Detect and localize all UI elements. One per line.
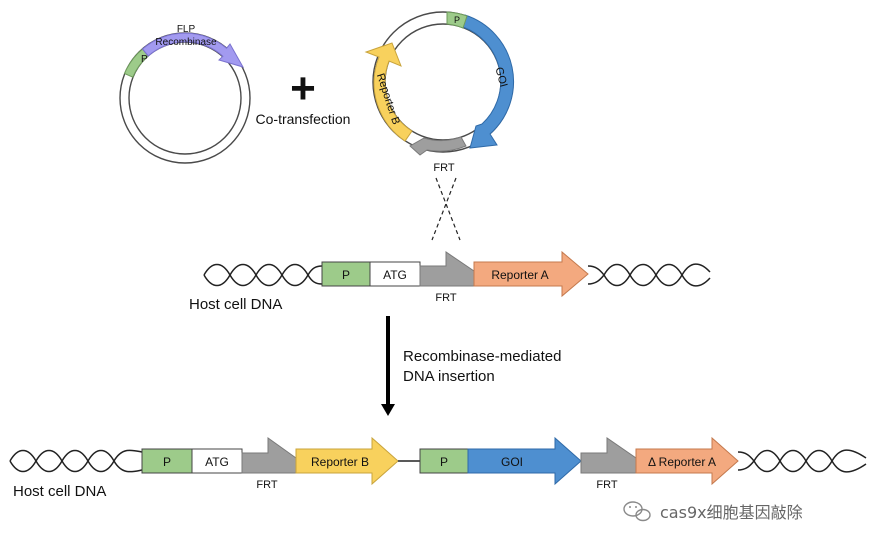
host2-reporter-b-arrow [295, 436, 399, 486]
step-label-line1: Recombinase-mediated [403, 348, 561, 365]
host2-promoter1-label: P [163, 455, 171, 469]
reporter-b-arrow [364, 42, 413, 142]
flp-plasmid-promoter-label: P [141, 54, 148, 65]
host2-reporter-a-label: Δ Reporter A [648, 455, 716, 469]
host1-frt-label: FRT [435, 292, 456, 304]
host2-atg-label: ATG [205, 455, 229, 469]
cotransfection-label: Co-transfection [256, 111, 351, 127]
dna-helix-left-2 [9, 449, 143, 473]
host1-promoter-label: P [342, 268, 350, 282]
host1-atg-box [369, 261, 421, 287]
host2-reporter-a-arrow [635, 436, 739, 486]
host1-frt-arrow [419, 251, 475, 287]
goi-label: GOI [492, 66, 509, 89]
donor-promoter-label: P [454, 15, 460, 25]
host2-atg-box [191, 448, 243, 474]
dna-helix-right-2 [737, 449, 867, 473]
host1-reporter-a-arrow [473, 250, 589, 298]
host-dna-before: P ATG FRT Reporter A Host cell DNA [189, 250, 711, 313]
flp-label-line2: Recombinase [155, 37, 217, 48]
wechat-logo-icon [623, 501, 651, 522]
host2-frt1-label: FRT [256, 479, 277, 491]
flp-plasmid: P FLP Recombinase [119, 24, 251, 164]
host1-reporter-a-label: Reporter A [491, 268, 548, 282]
host1-atg-label: ATG [383, 268, 407, 282]
host-dna-after: P ATG FRT Reporter B P GOI FRT Δ Reporte… [9, 436, 867, 500]
step-arrow-head [381, 404, 395, 416]
host2-frt2-arrow [580, 437, 637, 474]
plasmid-frt-label: FRT [433, 162, 454, 174]
watermark-text: cas9x细胞基因敲除 [660, 503, 803, 522]
plasmid-frt-arrow [409, 136, 467, 156]
host2-promoter1-box [141, 448, 193, 474]
host2-frt1-arrow [241, 437, 297, 474]
flp-label-line1: FLP [177, 24, 196, 35]
donor-promoter-segment [446, 11, 468, 29]
host2-promoter2-label: P [440, 455, 448, 469]
plus-sign: + [290, 64, 316, 113]
host2-goi-label: GOI [501, 455, 523, 469]
host2-label: Host cell DNA [13, 483, 106, 500]
watermark: cas9x细胞基因敲除 [623, 501, 803, 522]
step-label-line2: DNA insertion [403, 368, 495, 385]
host2-frt2-label: FRT [596, 479, 617, 491]
dna-helix-left-1 [203, 263, 323, 287]
host2-reporter-b-label: Reporter B [311, 455, 369, 469]
crossover-lines [431, 177, 461, 241]
dna-helix-right-1 [587, 263, 711, 287]
flp-recombinase-arrow [141, 32, 245, 68]
donor-plasmid: GOI P Reporter B FRT [364, 11, 515, 174]
host1-label: Host cell DNA [189, 296, 282, 313]
host2-goi-arrow [467, 436, 582, 486]
goi-arrow [462, 14, 515, 149]
